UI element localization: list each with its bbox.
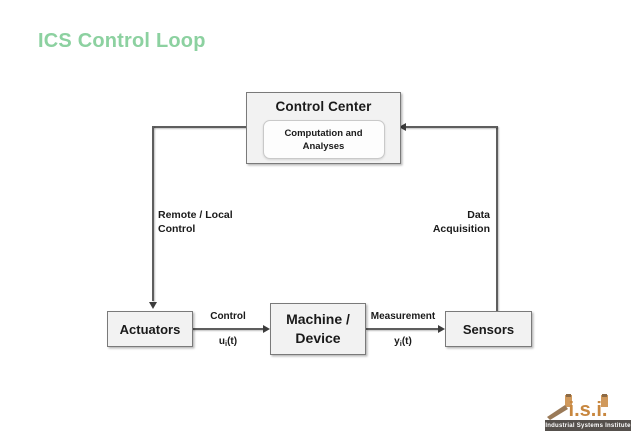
- node-control-center[interactable]: Control Center Computation and Analyses: [246, 92, 401, 164]
- edge-label-control-signal: ui(t): [196, 336, 260, 348]
- edge-line-actuators-to-machine: [192, 328, 264, 330]
- signal-u: u: [218, 336, 225, 347]
- isi-logo-caption: Industrial Systems Institute: [545, 420, 631, 431]
- arrowhead-into-sensors: [438, 324, 445, 333]
- arrowhead-into-actuators: [148, 302, 157, 309]
- edge-line-right-to-cc: [401, 126, 497, 128]
- page-title: ICS Control Loop: [38, 30, 206, 52]
- node-machine-device[interactable]: Machine / Device: [270, 303, 366, 355]
- node-actuators-label: Actuators: [119, 321, 181, 337]
- node-machine-device-label: Machine / Device: [286, 311, 350, 346]
- edge-line-machine-to-sensors: [366, 328, 439, 330]
- edge-label-control: Control: [210, 311, 246, 322]
- node-sensors-label: Sensors: [462, 321, 515, 337]
- isi-logo: i.s.i. Industrial Systems Institute: [545, 393, 631, 435]
- signal-y: y: [394, 336, 400, 347]
- signal-u-suffix: (t): [227, 336, 238, 347]
- edge-label-measurement: Measurement: [370, 311, 436, 322]
- edge-label-remote-local-control: Remote / Local Control: [158, 209, 233, 235]
- isi-logo-mark-text: i.s.i.: [569, 399, 608, 421]
- signal-y-subscript: i: [399, 339, 402, 348]
- signal-u-subscript: i: [225, 339, 228, 348]
- node-control-center-inner-label: Computation and Analyses: [284, 127, 363, 152]
- edge-line-cc-to-left: [153, 126, 247, 128]
- signal-y-suffix: (t): [401, 336, 412, 347]
- node-control-center-inner-box[interactable]: Computation and Analyses: [262, 120, 385, 159]
- isi-logo-mark-icon: i.s.i.: [547, 394, 608, 421]
- arrowhead-into-control-center: [399, 122, 406, 131]
- edge-line-right-up: [496, 126, 498, 312]
- edge-line-left-down: [152, 126, 154, 301]
- node-actuators[interactable]: Actuators: [107, 311, 193, 347]
- arrowhead-into-machine: [263, 324, 270, 333]
- edge-label-measurement-signal: yi(t): [366, 336, 440, 348]
- edge-label-data-acquisition: Data Acquisition: [432, 209, 490, 235]
- node-sensors[interactable]: Sensors: [445, 311, 532, 347]
- node-control-center-label: Control Center: [275, 99, 372, 114]
